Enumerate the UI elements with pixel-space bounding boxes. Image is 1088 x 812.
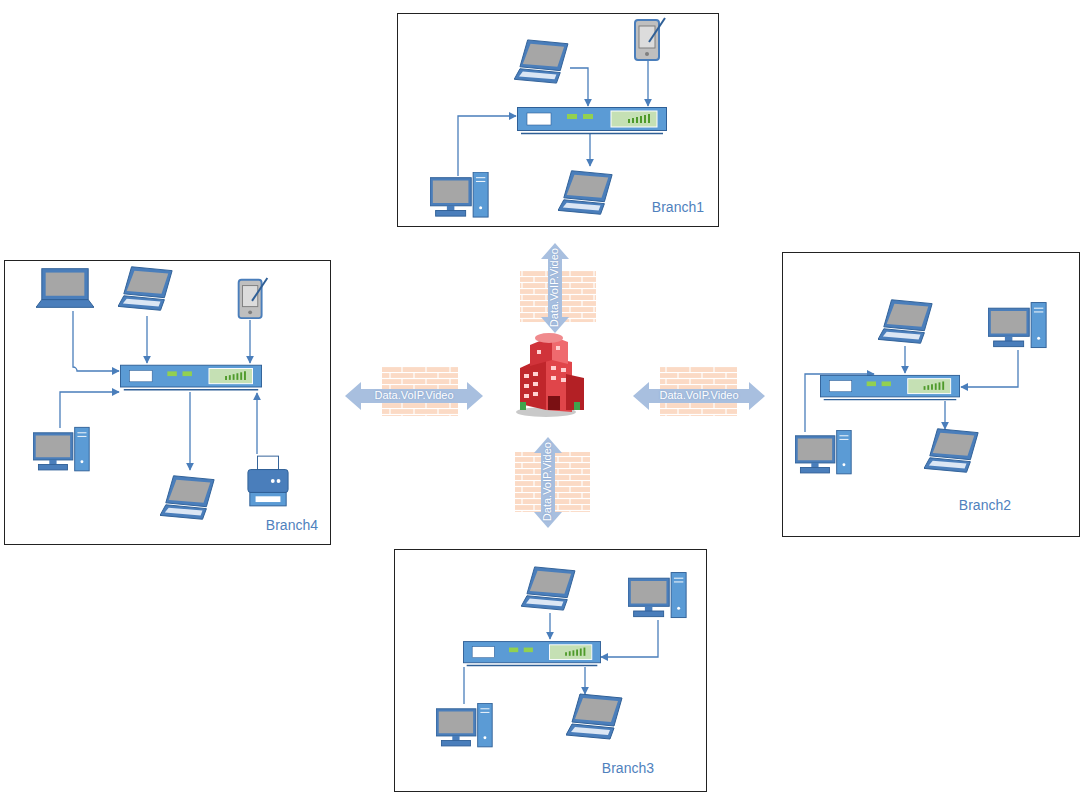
traffic-label: Data.VoIP.Video — [374, 389, 453, 402]
branch-box: Branch3 — [394, 549, 707, 792]
traffic-label: Data.VoIP.Video — [548, 248, 561, 327]
branch-name: Branch3 — [602, 760, 654, 777]
traffic-label: Data.VoIP.Video — [541, 442, 554, 521]
branch-box: Branch2 — [782, 252, 1080, 537]
branch-name: Branch1 — [652, 199, 704, 216]
traffic-label: Data.VoIP.Video — [659, 389, 738, 402]
branch-box: Branch1 — [397, 13, 719, 227]
branch-box: Branch4 — [4, 260, 331, 545]
branch-name: Branch2 — [959, 497, 1011, 514]
branch-name: Branch4 — [266, 517, 318, 534]
